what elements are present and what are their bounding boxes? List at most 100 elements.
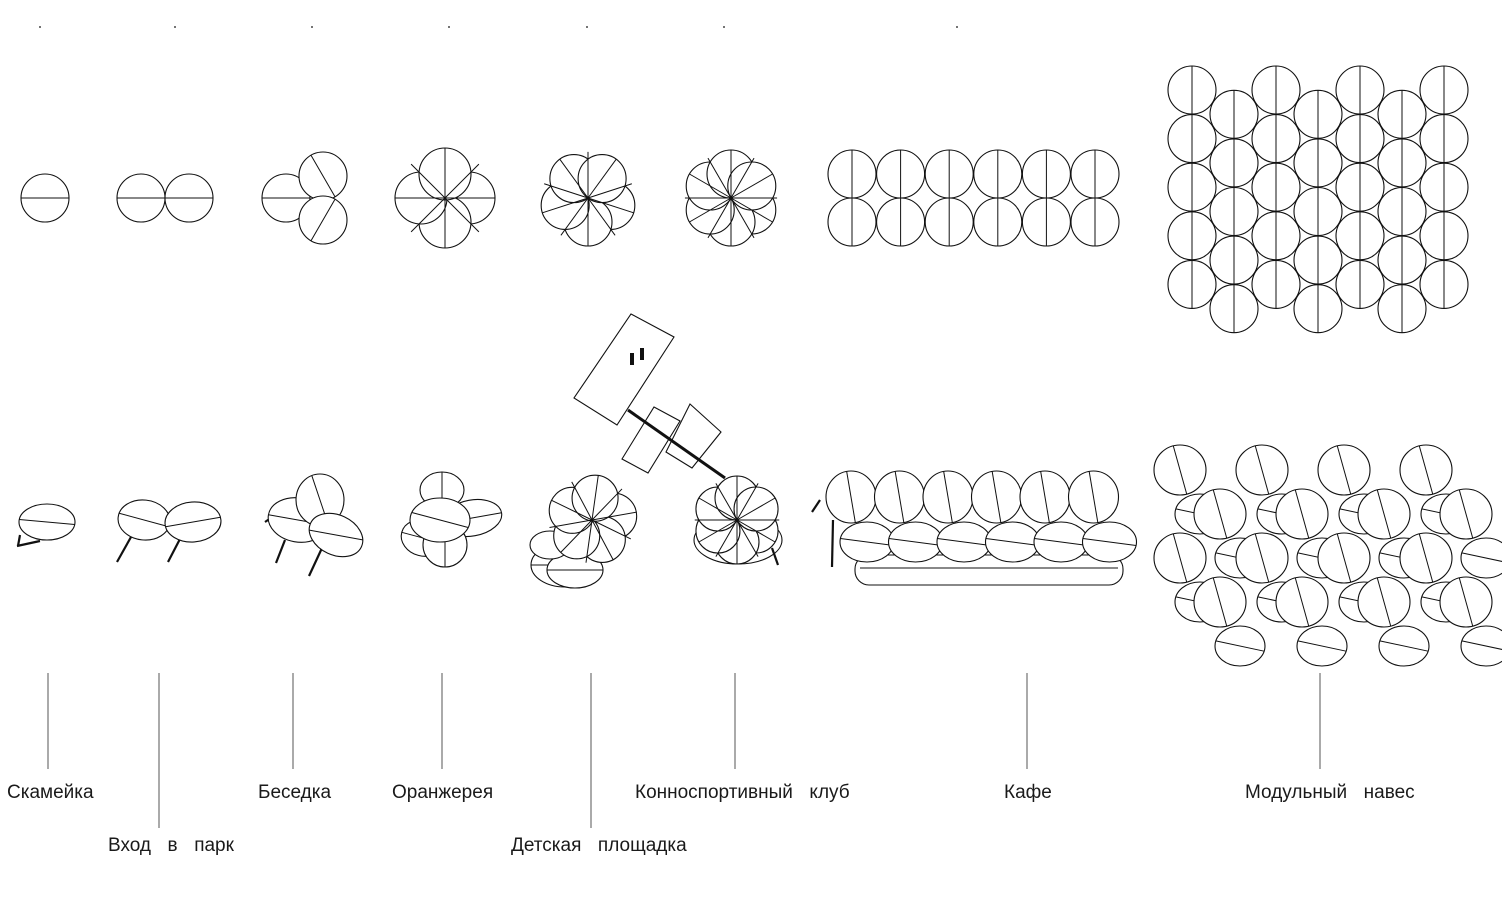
leaf-midrib	[943, 471, 953, 523]
petal-midrib	[730, 173, 773, 199]
leaf-midrib	[1254, 445, 1270, 495]
petal-divider	[585, 519, 593, 563]
leaf-panel	[1317, 444, 1371, 496]
leaf-panel	[827, 149, 877, 199]
petal-divider	[410, 163, 446, 199]
leaf-panel	[1357, 488, 1411, 540]
leader-lines	[47, 673, 1321, 828]
petal-divider	[587, 197, 616, 236]
persp-greenhouse	[400, 471, 503, 568]
support-post	[167, 536, 182, 563]
leaf-panel	[1021, 197, 1071, 247]
leaf-midrib	[411, 511, 469, 529]
leaf-panel	[1235, 444, 1289, 496]
leaf-panel	[1293, 89, 1343, 139]
leaf-midrib	[1461, 552, 1502, 562]
leaf-panel	[1335, 65, 1385, 115]
label-bench: Скамейка	[7, 782, 94, 803]
plan-equestrian-club	[684, 149, 778, 247]
leaf-panel	[298, 151, 348, 201]
leaf-midrib	[1212, 489, 1228, 539]
persp-gazebo	[264, 473, 364, 577]
leaf-panel	[984, 521, 1041, 563]
leaf-panel	[1209, 138, 1259, 188]
leaf-midrib	[888, 538, 943, 546]
petal-divider	[736, 483, 759, 521]
dot-marker	[586, 26, 588, 28]
tower-roof	[573, 313, 675, 426]
petal-divider	[707, 197, 732, 239]
leaf-panel	[1419, 211, 1469, 261]
leaf-panel	[1377, 235, 1427, 285]
petal-midrib	[736, 497, 776, 521]
persp-modular-canopy	[1153, 444, 1502, 667]
petal-midrib	[551, 499, 593, 521]
persp-park-entrance	[116, 499, 222, 563]
leaf-panel	[1357, 576, 1411, 628]
petal-divider	[730, 197, 755, 239]
leaf-panel	[164, 173, 214, 223]
leaf-midrib	[937, 538, 991, 546]
leaf-panel	[973, 197, 1023, 247]
leaf-panel	[1296, 625, 1348, 667]
club-flower	[694, 475, 780, 565]
persp-playground	[529, 313, 726, 589]
leaf-panel	[1419, 259, 1469, 309]
leaf-panel	[1214, 625, 1266, 667]
dot-marker	[448, 26, 450, 28]
petal-divider	[715, 519, 738, 557]
leaf-panel	[1167, 65, 1217, 115]
leaf-panel	[839, 521, 895, 563]
leaf-panel	[1019, 470, 1071, 524]
leaf-panel	[887, 521, 944, 563]
petal-divider	[444, 197, 480, 233]
persp-bench	[16, 503, 76, 548]
leaf-midrib	[1461, 640, 1502, 650]
leaf-outline	[1460, 537, 1502, 579]
leaf-midrib	[310, 198, 336, 242]
leaf-panel	[973, 149, 1023, 199]
leaf-midrib	[846, 471, 856, 523]
leaf-panel	[1153, 532, 1207, 584]
leaf-panel	[1335, 162, 1385, 212]
leaf-midrib	[1379, 640, 1429, 652]
leaf-panel	[876, 149, 926, 199]
leaf-panel	[1399, 444, 1453, 496]
leaf-panel	[261, 173, 311, 223]
petal-midrib	[591, 519, 614, 560]
petal-divider	[707, 157, 732, 199]
leaf-panel	[308, 512, 364, 558]
leaf-panel	[1081, 521, 1138, 563]
leaf-panel	[1167, 211, 1217, 261]
leaf-panel	[1251, 211, 1301, 261]
leaf-panel	[1070, 197, 1120, 247]
leaf-panel	[116, 173, 166, 223]
leaf-panel	[1193, 576, 1247, 628]
leaf-midrib	[1294, 489, 1310, 539]
petal-midrib	[698, 497, 738, 521]
leaf-panel	[1419, 65, 1469, 115]
petal-divider	[587, 183, 632, 199]
leaf-panel	[1377, 284, 1427, 334]
petal-midrib	[587, 158, 617, 199]
leaf-panel	[1033, 521, 1089, 563]
leaf-midrib	[1458, 577, 1474, 627]
leaf-panel	[924, 149, 974, 199]
leaf-panel	[1460, 625, 1502, 667]
petal-midrib	[689, 197, 732, 223]
leaf-panel	[936, 521, 992, 563]
petal-divider	[571, 481, 593, 521]
petal-midrib	[542, 197, 589, 214]
leaf-panel	[1439, 576, 1493, 628]
persp-equestrian-club	[693, 475, 783, 566]
support-post	[830, 519, 835, 568]
plan-view-row	[20, 65, 1469, 334]
leaf-midrib	[1212, 577, 1228, 627]
petal-midrib	[560, 519, 593, 553]
petal-divider	[444, 163, 480, 199]
leaf-midrib	[1034, 538, 1088, 546]
plan-park-entrance	[116, 173, 214, 223]
label-gazebo: Беседка	[258, 782, 332, 803]
